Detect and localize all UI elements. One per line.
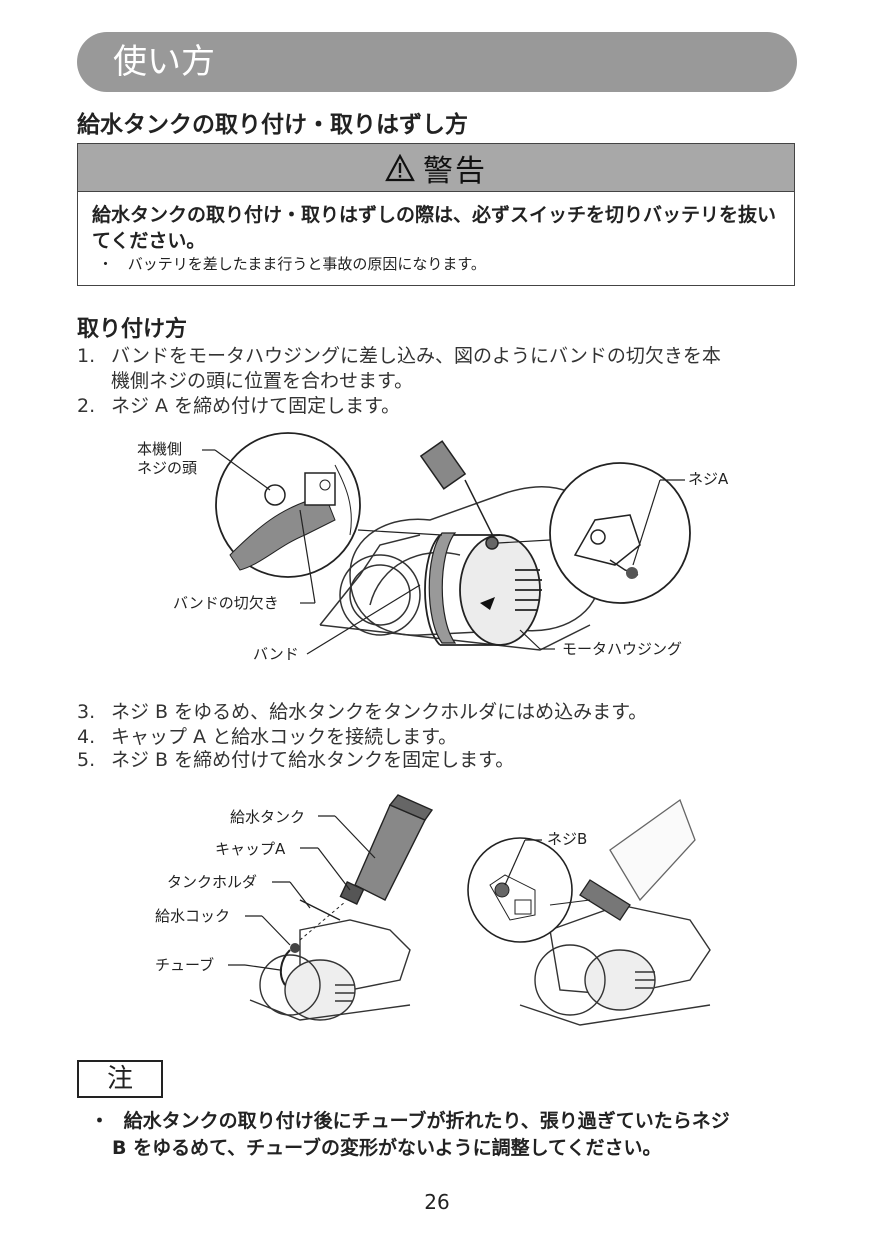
warning-box <box>77 143 795 286</box>
install-title: 取り付け方 <box>77 317 188 342</box>
step-number: 1. <box>77 345 96 367</box>
band-illustration <box>428 532 457 644</box>
saw-left-illustration <box>249 919 411 1021</box>
step-5: 5. ネジ B を締め付けて給水タンクを固定します。 <box>77 748 514 772</box>
figure-tank-install <box>228 794 711 1026</box>
step-3: 3. ネジ B をゆるめ、給水タンクをタンクホルダにはめ込みます。 <box>77 700 647 724</box>
label-screw-head-line2: ネジの頭 <box>137 459 198 477</box>
zoom-detail-screw-b <box>467 837 591 943</box>
step-1: 1. バンドをモータハウジングに差し込み、図のようにバンドの切欠きを本 <box>77 344 721 368</box>
label-tube: チューブ <box>155 956 215 974</box>
warning-label: 警告 <box>423 153 487 189</box>
step-number: 4. <box>77 726 96 748</box>
saw-right-illustration <box>519 904 711 1026</box>
step-text: バンドをモータハウジングに差し込み、図のようにバンドの切欠きを本 <box>111 345 721 367</box>
figure-band-install <box>202 432 691 655</box>
step-text: ネジ B を締め付けて給水タンクを固定します。 <box>111 749 515 771</box>
note-label-box: 注 <box>77 1060 163 1098</box>
zoom-detail-left <box>215 432 443 578</box>
header-banner <box>77 32 797 92</box>
warning-subnote-text: バッテリを差したまま行うと事故の原因になります。 <box>127 255 486 273</box>
tube-illustration <box>279 949 291 986</box>
cock-illustration <box>290 943 300 953</box>
arrow-icon <box>480 597 495 610</box>
step-number: 3. <box>77 701 96 723</box>
page-number: 26 <box>424 1190 450 1214</box>
step-number: 5. <box>77 749 96 771</box>
note-text: ・ 給水タンクの取り付け後にチューブが折れたり、張り過ぎていたらネジ B をゆる… <box>90 1108 810 1162</box>
step-4: 4. キャップ A と給水コックを接続します。 <box>77 725 457 749</box>
step-text: ネジ A を締め付けて固定します。 <box>111 395 401 417</box>
note-line-2: B をゆるめて、チューブの変形がないように調整してください。 <box>112 1137 662 1159</box>
bullet: ・ <box>98 255 114 273</box>
tank-right-illustration <box>579 798 696 921</box>
note-line-1: 給水タンクの取り付け後にチューブが折れたり、張り過ぎていたらネジ <box>123 1110 730 1132</box>
label-tank-holder: タンクホルダ <box>167 873 258 891</box>
section-title: 給水タンクの取り付け・取りはずし方 <box>77 112 468 138</box>
step-text: キャップ A と給水コックを接続します。 <box>111 726 458 748</box>
label-band-notch: バンドの切欠き <box>173 594 279 612</box>
label-water-cock: 給水コック <box>155 907 231 925</box>
step-text: ネジ B をゆるめ、給水タンクをタンクホルダにはめ込みます。 <box>111 701 648 723</box>
label-band: バンド <box>253 645 299 663</box>
page-title: 使い方 <box>113 42 215 82</box>
step-2: 2. ネジ A を締め付けて固定します。 <box>77 394 400 418</box>
motor-housing-illustration <box>424 534 542 646</box>
label-screw-b: ネジB <box>547 830 588 848</box>
warning-subnote: ・ バッテリを差したまま行うと事故の原因になります。 <box>98 254 486 274</box>
label-motor-housing: モータハウジング <box>562 640 683 658</box>
label-cap-a: キャップA <box>215 840 286 858</box>
label-water-tank: 給水タンク <box>230 808 306 826</box>
warning-triangle-icon <box>385 153 415 181</box>
step-number: 2. <box>77 395 96 417</box>
warning-text: 給水タンクの取り付け・取りはずしの際は、必ずスイッチを切りバッテリを抜いてくださ… <box>92 204 777 252</box>
bullet: ・ <box>90 1110 110 1132</box>
zoom-detail-right <box>497 462 691 604</box>
label-screw-head-line1: 本機側 <box>137 440 183 458</box>
step-1-continued: 機側ネジの頭に位置を合わせます。 <box>111 370 414 392</box>
tank-left-illustration <box>339 794 434 905</box>
label-screw-a: ネジA <box>688 470 729 488</box>
warning-header: 警告 <box>78 144 794 192</box>
strap-illustration <box>419 440 499 550</box>
